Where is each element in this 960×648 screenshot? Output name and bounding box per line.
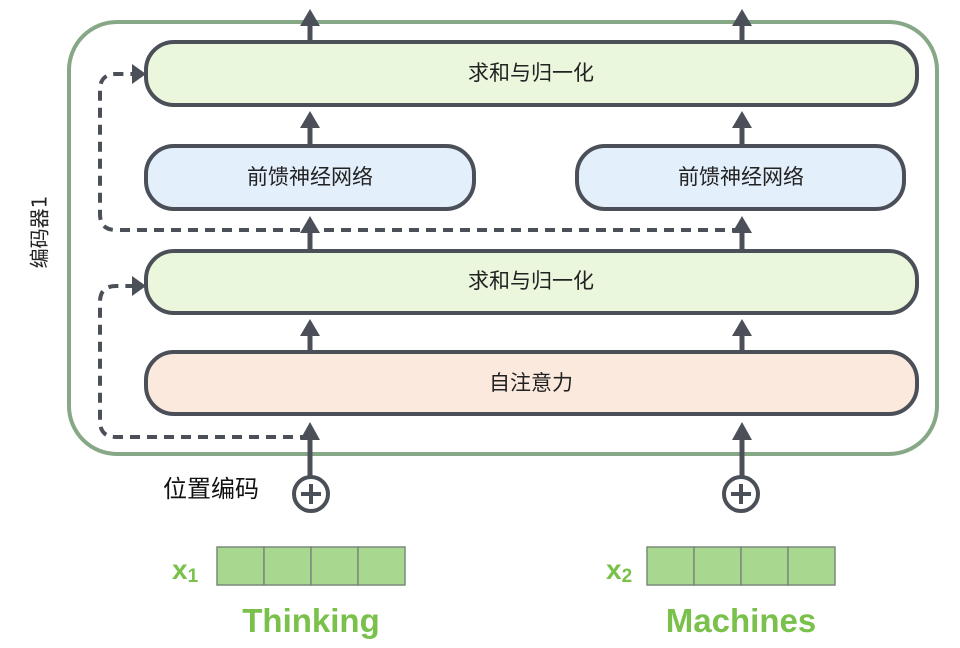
positional-encoding-label: 位置编码 [163, 475, 259, 503]
self-attention-label: 自注意力 [489, 371, 573, 395]
up-arrow-icon [732, 9, 752, 26]
flow-arrows [300, 9, 752, 477]
up-arrow-icon [300, 422, 320, 440]
input-vector-2 [646, 546, 836, 586]
up-arrow-icon [732, 216, 752, 233]
input-2-symbol: x2 [606, 554, 632, 587]
input-word-thinking: Thinking [242, 602, 379, 639]
up-arrow-icon [732, 319, 752, 336]
up-arrow-icon [300, 111, 320, 128]
self-attention-box [144, 350, 919, 416]
circle-plus-icon [292, 475, 330, 513]
add-norm-top-box [144, 40, 919, 107]
vector-cell [646, 546, 695, 586]
up-arrow-icon [300, 319, 320, 336]
vector-cell [263, 546, 312, 586]
ffn-right-label: 前馈神经网络 [678, 165, 804, 189]
vector-cell [693, 546, 742, 586]
circle-plus-icon [722, 475, 760, 513]
residual-connections [98, 72, 742, 439]
vector-cell [787, 546, 836, 586]
residual-arrowhead-lower [132, 276, 146, 296]
ffn-right-box [575, 144, 906, 211]
up-arrow-icon [732, 111, 752, 128]
residual-path-upper [98, 72, 742, 232]
vector-cell [357, 546, 406, 586]
residual-arrowhead-upper [132, 64, 146, 84]
add-norm-bottom-label: 求和与归一化 [468, 269, 594, 293]
residual-path-lower [98, 284, 310, 439]
add-norm-bottom-box [144, 249, 919, 315]
up-arrow-icon [732, 422, 752, 440]
up-arrow-icon [300, 9, 320, 26]
encoder-label: 编码器1 [28, 196, 52, 269]
input-vector-1 [216, 546, 406, 586]
vector-cell [310, 546, 359, 586]
encoder-container [67, 20, 939, 456]
add-norm-top-label: 求和与归一化 [468, 61, 594, 85]
ffn-left-label: 前馈神经网络 [247, 165, 373, 189]
input-1-symbol: x1 [172, 554, 199, 587]
vector-cell [216, 546, 265, 586]
input-word-machines: Machines [666, 602, 816, 639]
ffn-left-box [144, 144, 476, 211]
up-arrow-icon [300, 216, 320, 233]
vector-cell [740, 546, 789, 586]
